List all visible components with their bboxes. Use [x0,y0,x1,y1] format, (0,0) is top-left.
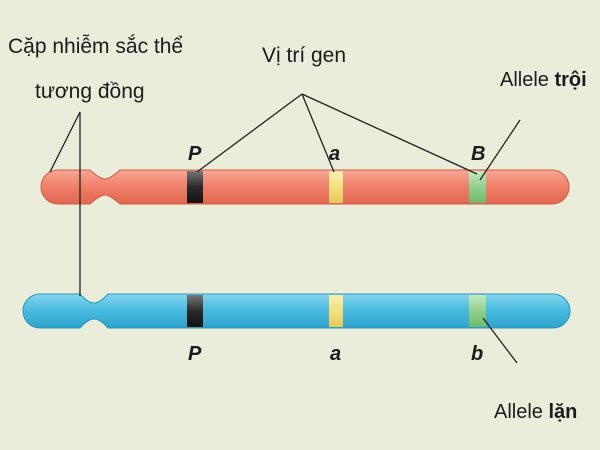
chromosome-top-body [40,169,570,205]
pointer-homologous-top [49,111,81,173]
band-bottom-b [469,295,486,327]
pointer-recessive [482,317,518,364]
band-top-P [187,171,203,203]
gene-top-P: P [188,143,202,165]
label-gene-locus: Vị trí gen [262,44,346,67]
pointer-locus-B [301,93,478,175]
gene-bottom-a: a [330,343,341,365]
pointer-lines [49,93,521,364]
label-recessive-allele: Allele lặn [494,401,577,423]
gene-top-a: a [329,143,340,165]
chromosome-top [40,169,570,205]
label-recessive-word: lặn [548,401,577,423]
label-homologous-line1: Cặp nhiễm sắc thể [8,35,183,58]
band-bottom-P [187,295,203,327]
chromosome-bottom-body [22,293,571,329]
band-top-a [329,171,343,203]
band-top-B [469,171,486,203]
gene-top-B: B [471,143,485,165]
band-bottom-a [329,295,343,327]
gene-bottom-P: P [188,343,202,365]
label-dominant-prefix: Allele [500,69,554,91]
label-homologous-line2: tương đồng [35,80,145,103]
pointer-locus-P [196,93,303,173]
label-recessive-prefix: Allele [494,401,548,423]
pointer-dominant [479,119,521,181]
label-dominant-word: trội [554,69,586,91]
gene-bottom-b: b [471,343,483,365]
pointer-locus-a [301,93,335,173]
chromosome-bottom [22,293,571,329]
label-dominant-allele: Allele trội [500,69,587,91]
